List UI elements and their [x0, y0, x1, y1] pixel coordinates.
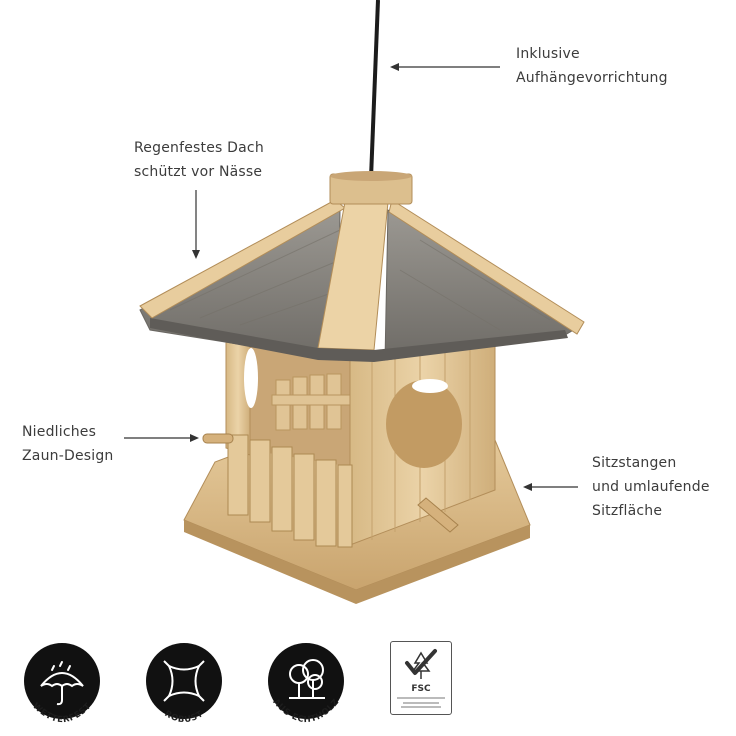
roof-ridge-right	[388, 199, 585, 335]
annotation-roof: Regenfestes Dach schützt vor Nässe	[134, 140, 264, 180]
front-fence	[227, 434, 353, 548]
fsc-tree-check-icon	[405, 649, 437, 679]
inner-fence	[271, 373, 351, 431]
entry-hole	[386, 380, 462, 468]
svg-text:ROBUST: ROBUST	[163, 709, 206, 725]
fsc-certification-box: FSC	[390, 641, 452, 715]
fsc-logo-text: FSC	[411, 684, 431, 694]
stretch-square-icon	[163, 660, 205, 702]
badge-label: ROBUST	[163, 709, 205, 725]
fsc-fine-print	[393, 696, 449, 711]
annotation-arrows	[124, 63, 578, 491]
annotation-fence: Niedliches Zaun-Design	[22, 424, 114, 464]
umbrella-rain-icon	[40, 661, 84, 706]
annotation-hanger: Inklusive Aufhängevorrichtung	[516, 46, 668, 86]
badge-robust: ROBUST	[143, 642, 225, 736]
badge-wetterfest: WETTERFEST	[21, 642, 103, 736]
badge-echtholz: AUS ECHTHOLZ	[265, 642, 347, 736]
perches	[202, 433, 459, 533]
trees-icon	[289, 659, 325, 699]
hanging-cord	[369, 0, 380, 179]
annotation-perch: Sitzstangen und umlaufende Sitzfläche	[592, 455, 710, 519]
